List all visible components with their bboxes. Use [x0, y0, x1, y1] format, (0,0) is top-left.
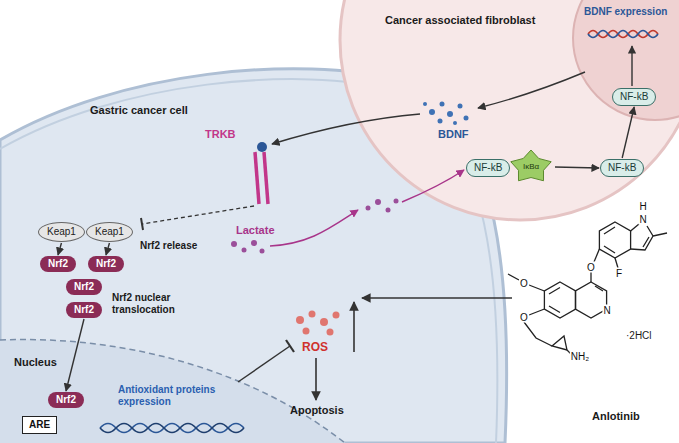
dna-strand [100, 424, 244, 433]
nrf2-protein: Nrf2 [48, 392, 84, 408]
inhibition-bar [141, 218, 143, 230]
arrow-connector [66, 319, 84, 391]
nfkb-protein: NF-kB [612, 88, 656, 106]
nrf2-protein: Nrf2 [40, 256, 76, 272]
process-label: Nrf2 release [140, 240, 197, 252]
molecule-label: ROS [302, 340, 328, 354]
nucleus-region [0, 340, 345, 443]
nrf2-protein: Nrf2 [66, 279, 102, 295]
atom-label: F [615, 268, 623, 279]
ikba-protein: IκBα [508, 150, 554, 184]
protein-label: NF-kB [608, 162, 636, 174]
atom-label: N [602, 305, 611, 316]
protein-label: Nrf2 [56, 394, 76, 406]
fibroblast-region: NF-kB IκBα NF-kB NF-kB BDNF expressionCancer… [340, 0, 679, 220]
atom-label: H [638, 201, 647, 212]
region-title: Cancer associated fibroblast [385, 14, 535, 26]
secretion-arrow [478, 72, 585, 108]
inhibition-line [142, 206, 254, 224]
anlotinib-structure [508, 222, 667, 354]
lactate-dots [231, 199, 399, 254]
protein-label: Nrf2 [74, 281, 94, 293]
protein-label: ARE [29, 419, 50, 431]
protein-label: NF-kB [474, 162, 502, 174]
apoptosis-arrow [315, 358, 317, 400]
arrow-connector [555, 167, 599, 168]
keap1-protein: Keap1 [38, 222, 85, 242]
molecule-label: BDNF [438, 128, 469, 141]
protein-label: Keap1 [95, 226, 124, 238]
cell-region: Keap1Keap1Nrf2Nrf2Nrf2Nrf2Nrf2ARENucleus… [0, 62, 505, 443]
protein-label: IκBα [508, 150, 554, 184]
fibroblast-nucleus [573, 0, 679, 120]
binding-arrow [272, 114, 420, 144]
outcome-label: Apoptosis [290, 404, 344, 417]
inhibition-line [238, 346, 290, 382]
trkb-receptor [255, 142, 268, 204]
increase-arrow [353, 302, 355, 352]
are-element: ARE [22, 416, 57, 434]
activation-arrow [631, 46, 632, 86]
nucleus-envelope [0, 340, 345, 443]
molecule-label: Lactate [236, 224, 275, 237]
inhibition-bar [286, 340, 294, 352]
lactate-uptake-arrow [402, 170, 464, 202]
arrow-connector [106, 243, 109, 255]
drug-action-arrow [362, 297, 512, 299]
atom-label: O [519, 278, 529, 289]
atom-label: N [638, 214, 647, 225]
bdnf-dots [423, 102, 469, 126]
atom-label: O [586, 262, 596, 273]
keap1-protein: Keap1 [86, 222, 133, 242]
dna-strand [588, 31, 658, 38]
ros-dots [296, 311, 340, 336]
atom-label: NH₂ [570, 351, 590, 362]
arrow-connector [58, 243, 61, 255]
receptor-label: TRKB [205, 128, 236, 141]
dna-strand [100, 424, 244, 433]
region-title: Nucleus [14, 356, 57, 368]
region-title: BDNF expression [584, 6, 667, 17]
protein-label: Nrf2 [74, 304, 94, 316]
drug-name: Anlotinib [592, 410, 640, 423]
dna-strand [588, 31, 658, 38]
fibroblast-nucleus-region: NF-kB BDNF expression [573, 0, 679, 120]
nrf2-protein: Nrf2 [88, 256, 124, 272]
nfkb-protein: NF-kB [466, 159, 510, 177]
region-title: Gastric cancer cell [90, 104, 188, 116]
atom-label: O [519, 312, 529, 323]
arrow-connector [622, 107, 634, 158]
process-label: Nrf2 nuclear translocation [112, 292, 200, 316]
salt-label: ·2HCl [626, 330, 652, 342]
protein-label: Nrf2 [96, 258, 116, 270]
lactate-export-arrow [270, 210, 358, 246]
nrf2-protein: Nrf2 [66, 302, 102, 318]
protein-label: Nrf2 [48, 258, 68, 270]
protein-label: Keap1 [47, 226, 76, 238]
nfkb-protein: NF-kB [600, 159, 644, 177]
protein-label: NF-kB [620, 91, 648, 103]
process-label: Antioxidant proteins expression [118, 384, 228, 408]
